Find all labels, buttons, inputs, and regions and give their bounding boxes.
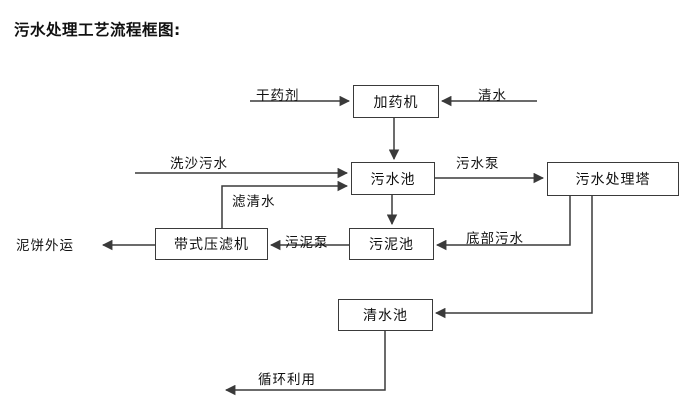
edge-label-filtrate: 滤清水	[232, 194, 276, 210]
node-treatment-tower[interactable]: 污水处理塔	[547, 162, 679, 196]
node-dosing-machine[interactable]: 加药机	[353, 85, 439, 118]
terminal-dry-agent: 干药剂	[256, 88, 300, 104]
node-sewage-pool-label: 污水池	[370, 171, 416, 188]
node-belt-filter-press[interactable]: 带式压滤机	[155, 228, 268, 260]
node-clear-water-pool[interactable]: 清水池	[338, 299, 433, 331]
edge-label-sludge-pump: 污泥泵	[285, 235, 329, 251]
node-clear-water-pool-label: 清水池	[363, 308, 408, 324]
node-dosing-machine-label: 加药机	[373, 94, 419, 111]
node-treatment-tower-label: 污水处理塔	[575, 172, 651, 188]
node-sewage-pool[interactable]: 污水池	[351, 162, 435, 195]
edge-clear-pool-to-recycle	[224, 330, 386, 396]
terminal-clean-water: 清水	[478, 88, 507, 104]
node-sludge-pool[interactable]: 污泥池	[349, 228, 434, 260]
edge-label-bottom-sewage: 底部污水	[466, 231, 524, 247]
terminal-sand-washing-sewage: 洗沙污水	[170, 156, 228, 172]
edge-label-recycle: 循环利用	[258, 372, 316, 388]
node-belt-filter-press-label: 带式压滤机	[174, 237, 249, 253]
terminal-mud-cake-transport: 泥饼外运	[16, 238, 74, 254]
edge-bottom-sewage-to-sludge-pool	[435, 196, 571, 251]
page-title: 污水处理工艺流程框图:	[14, 21, 181, 39]
node-sludge-pool-label: 污泥池	[369, 237, 414, 253]
edge-filtrate-to-sewage-pool	[221, 180, 349, 228]
edge-label-sewage-pump: 污水泵	[456, 156, 500, 172]
edge-tower-to-clear-pool	[434, 196, 593, 319]
